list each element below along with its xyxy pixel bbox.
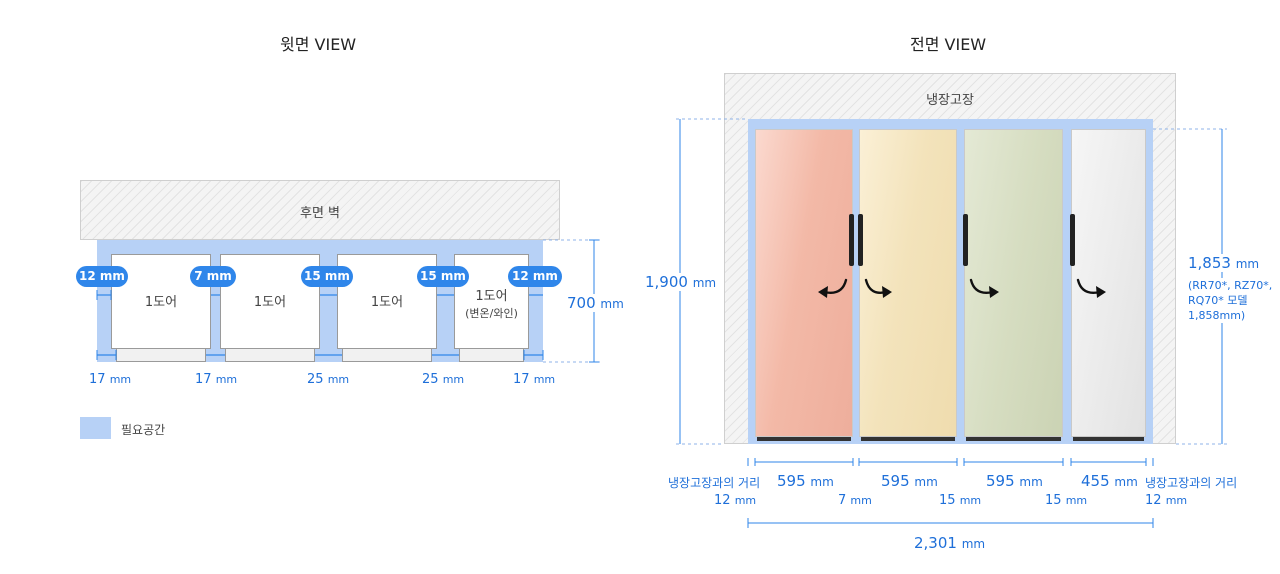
rear-wall-label: 후면 벽 (299, 206, 340, 221)
fridge-door-1 (755, 129, 853, 437)
rear-wall: 후면 벽 (80, 180, 560, 240)
unit-label: 1도어 (253, 295, 287, 310)
edge-left-dim: 12 mm (714, 493, 757, 508)
fridge-base-4 (1073, 437, 1144, 441)
depth-dimension: 700 mm (565, 294, 626, 312)
legend-swatch (80, 417, 111, 439)
legend-label: 필요공간 (121, 423, 166, 437)
depth-unit: mm (600, 297, 624, 311)
bottom-dim-1: 17 mm (89, 372, 132, 387)
fridge-door-3 (964, 129, 1063, 437)
unit-sublabel: (변온/와인) (465, 307, 518, 320)
gap-pill-3: 15 mm (301, 266, 353, 287)
front-gap-1: 7 mm (838, 493, 872, 508)
width-dim-2: 595 mm (881, 472, 938, 490)
unit-label: 1도어 (144, 295, 178, 310)
gap-pill-4: 15 mm (417, 266, 469, 287)
width-dim-4: 455 mm (1081, 472, 1138, 490)
edge-right-label: 냉장고장과의 거리 (1145, 476, 1238, 490)
unit-label: 1도어 (475, 289, 508, 304)
top-view-title: 윗면 VIEW (280, 35, 357, 54)
front-gap-3: 15 mm (1045, 493, 1088, 508)
front-gap-2: 15 mm (939, 493, 982, 508)
front-view-title: 전면 VIEW (910, 35, 987, 54)
height-left-dimension: 1,900 mm (643, 273, 719, 291)
width-dim-3: 595 mm (986, 472, 1043, 490)
unit-base-3 (342, 348, 432, 362)
fridge-base-3 (966, 437, 1061, 441)
fridge-door-4 (1071, 129, 1146, 437)
edge-left-label: 냉장고장과의 거리 (668, 476, 761, 490)
fridge-handle-4 (1070, 214, 1075, 266)
depth-value: 700 (567, 294, 596, 312)
gap-pill-5: 12 mm (508, 266, 562, 287)
bottom-dim-3: 25 mm (307, 372, 350, 387)
fridge-door-2 (859, 129, 957, 437)
fridge-handle-3 (963, 214, 968, 266)
gap-pill-2: 7 mm (190, 266, 236, 287)
bottom-dim-2: 17 mm (195, 372, 238, 387)
fridge-handle-2 (858, 214, 863, 266)
unit-label: 1도어 (370, 295, 404, 310)
fridge-handle-1 (849, 214, 854, 266)
height-right-note: (RR70*, RZ70*, RQ70* 모델 1,858mm) (1188, 278, 1273, 323)
bottom-dim-4: 25 mm (422, 372, 465, 387)
height-right-dimension: 1,853 mm (1188, 254, 1260, 272)
unit-base-2 (225, 348, 315, 362)
fridge-base-1 (757, 437, 851, 441)
width-dim-1: 595 mm (777, 472, 834, 490)
cabinet-label: 냉장고장 (926, 93, 974, 108)
gap-pill-1: 12 mm (76, 266, 128, 287)
fridge-base-2 (861, 437, 955, 441)
total-width-dimension: 2,301 mm (914, 534, 986, 552)
edge-right-dim: 12 mm (1145, 493, 1188, 508)
bottom-dim-5: 17 mm (513, 372, 556, 387)
